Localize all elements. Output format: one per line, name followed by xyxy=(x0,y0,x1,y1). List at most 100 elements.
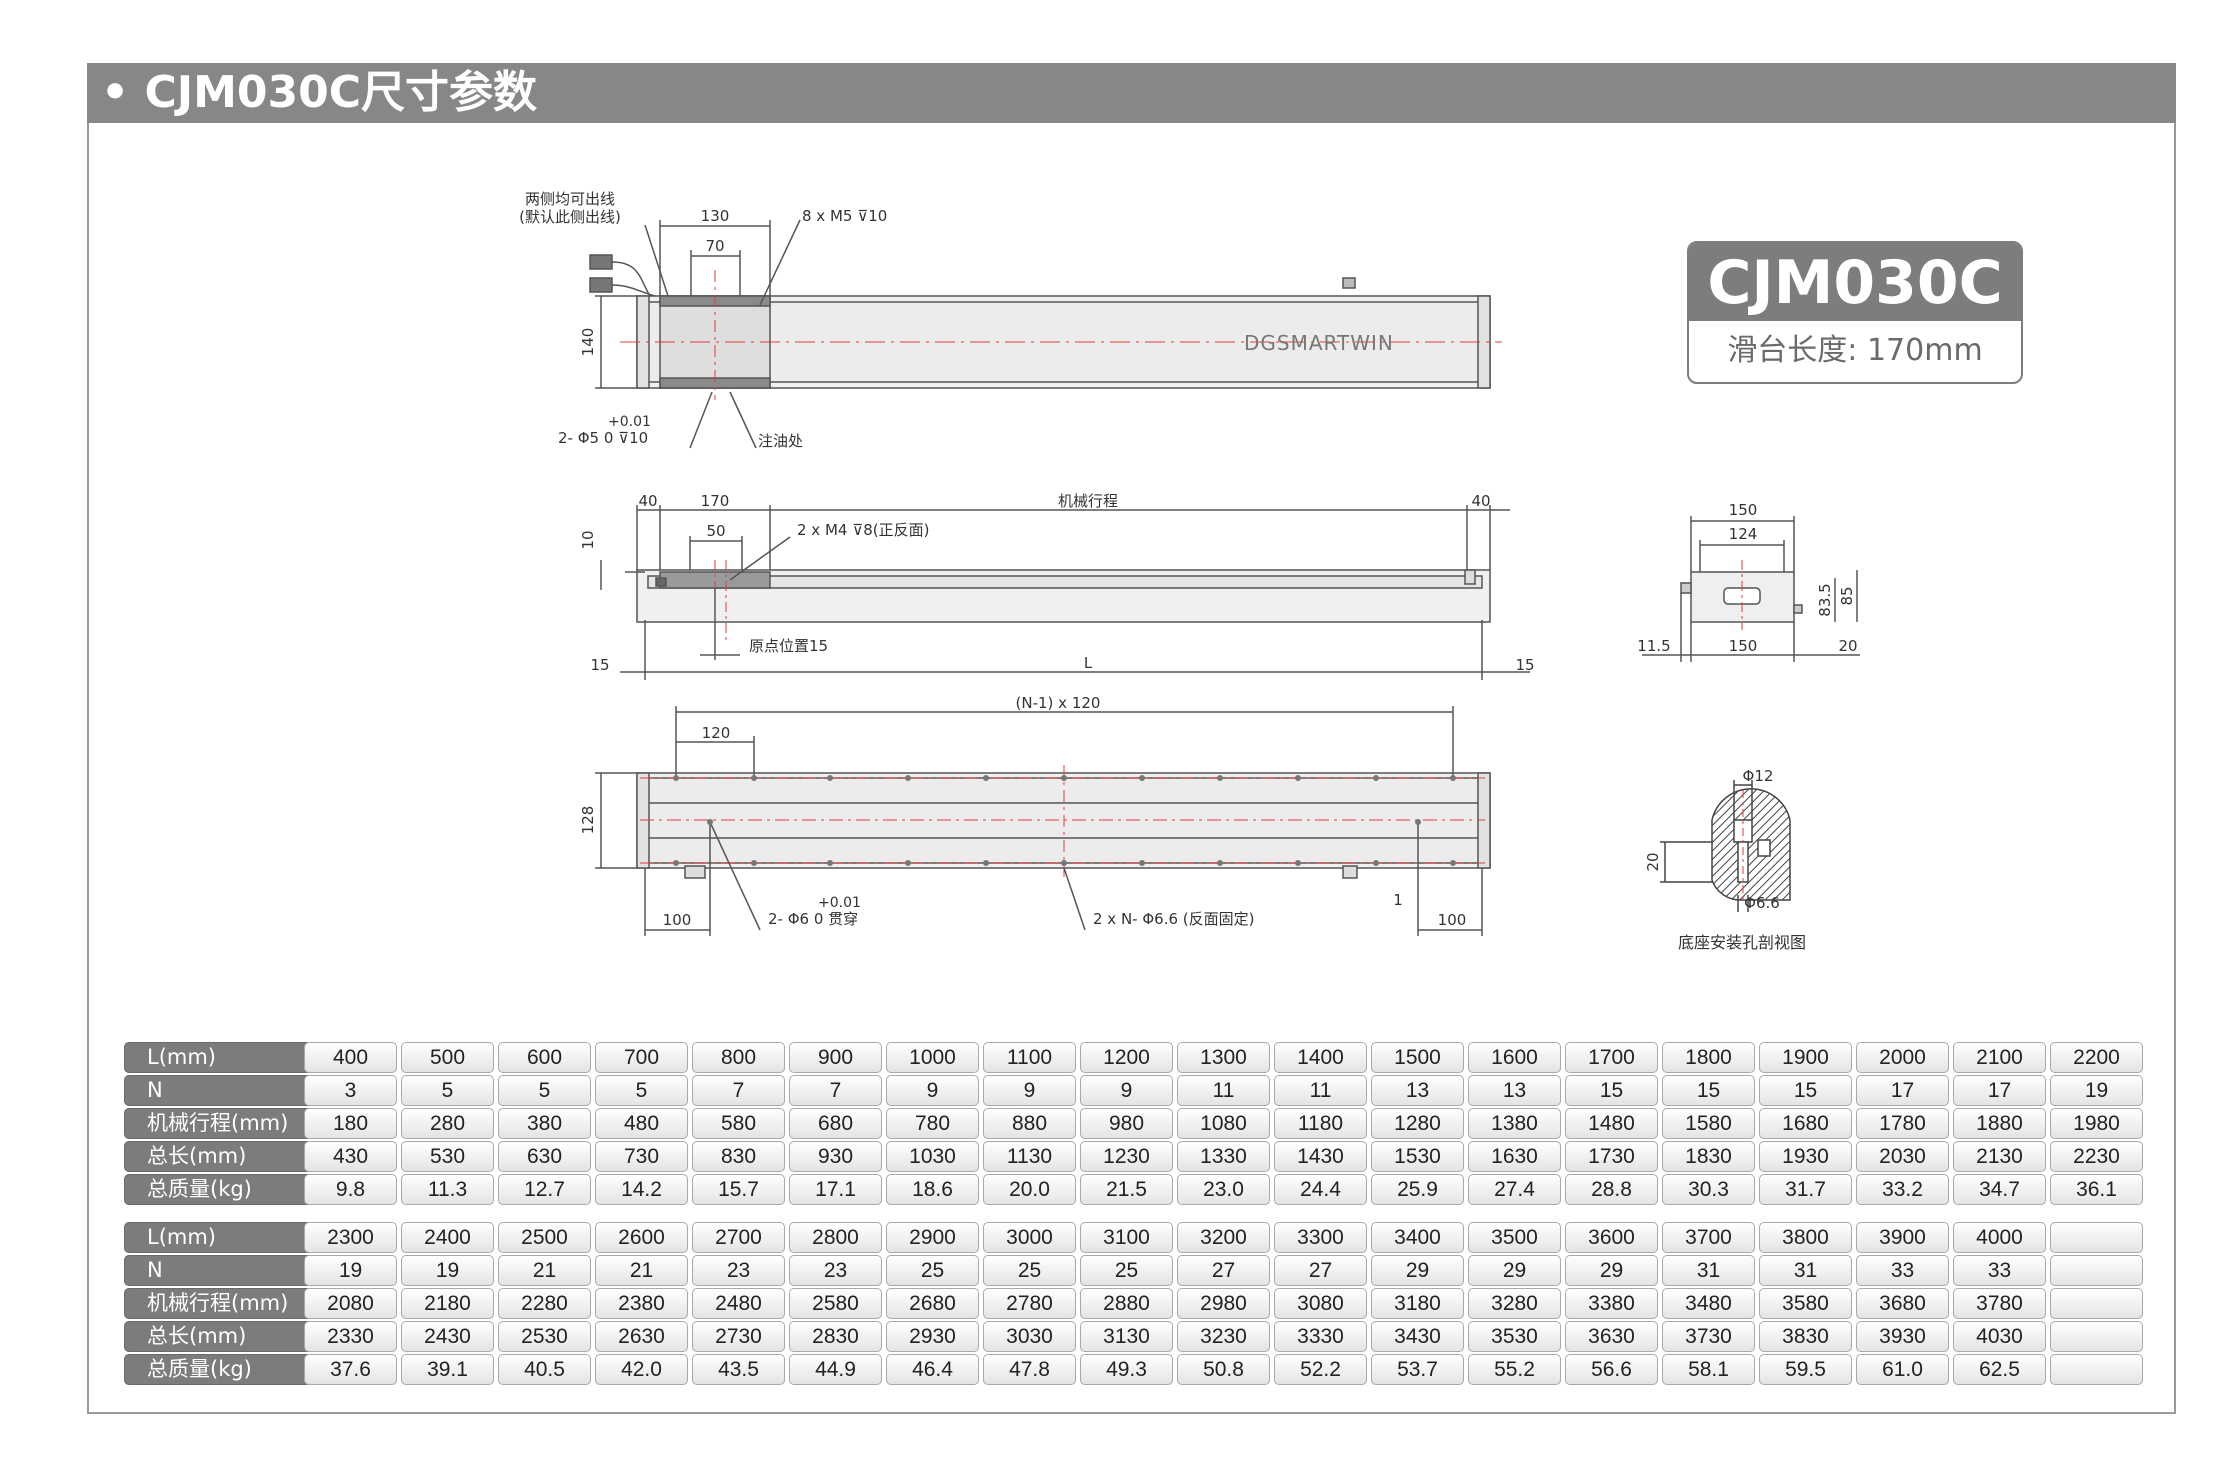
end-view xyxy=(1642,516,1860,662)
table-cell: 2600 xyxy=(595,1222,688,1253)
top-view xyxy=(589,219,1502,449)
table-cell: 3 xyxy=(304,1075,397,1106)
row-header: 总长(mm) xyxy=(124,1321,325,1352)
table-cell: 29 xyxy=(1468,1255,1561,1286)
stroke-label: 机械行程 xyxy=(1058,492,1118,510)
dim-15-right: 15 xyxy=(1515,656,1534,674)
table-cell: 21 xyxy=(595,1255,688,1286)
table-cell: 1700 xyxy=(1565,1042,1658,1073)
table-cell: 17 xyxy=(1953,1075,2046,1106)
model-name: CJM030C xyxy=(1689,243,2021,321)
table-cell: 5 xyxy=(595,1075,688,1106)
dim-50: 50 xyxy=(706,522,725,540)
table-cell: 3830 xyxy=(1759,1321,1852,1352)
table-cell: 44.9 xyxy=(789,1354,882,1385)
table-cell: 830 xyxy=(692,1141,785,1172)
table-cell: 62.5 xyxy=(1953,1354,2046,1385)
table-cell: 9.8 xyxy=(304,1174,397,1205)
table-cell xyxy=(2050,1255,2143,1286)
table-cell: 3200 xyxy=(1177,1222,1270,1253)
table-cell: 27.4 xyxy=(1468,1174,1561,1205)
table-cell: 1600 xyxy=(1468,1042,1561,1073)
table-cell: 3580 xyxy=(1759,1288,1852,1319)
table-cell: 25 xyxy=(1080,1255,1173,1286)
table-cell: 500 xyxy=(401,1042,494,1073)
table-cell: 1130 xyxy=(983,1141,1076,1172)
table-cell: 2180 xyxy=(401,1288,494,1319)
table-cell: 800 xyxy=(692,1042,785,1073)
table-cell: 25 xyxy=(886,1255,979,1286)
table-cell: 1400 xyxy=(1274,1042,1367,1073)
table-cell: 1430 xyxy=(1274,1141,1367,1172)
table-cell: 37.6 xyxy=(304,1354,397,1385)
bottom-holes xyxy=(673,775,1456,866)
table-cell: 15.7 xyxy=(692,1174,785,1205)
table-cell: 930 xyxy=(789,1141,882,1172)
table-cell: 580 xyxy=(692,1108,785,1139)
table-cell: 3080 xyxy=(1274,1288,1367,1319)
table-cell: 2530 xyxy=(498,1321,591,1352)
table-cell: 43.5 xyxy=(692,1354,785,1385)
table-cell: 27 xyxy=(1274,1255,1367,1286)
table-cell: 3280 xyxy=(1468,1288,1561,1319)
table-cell: 2100 xyxy=(1953,1042,2046,1073)
end-dim-83-5: 83.5 xyxy=(1816,583,1834,616)
table-cell: 880 xyxy=(983,1108,1076,1139)
dim-130: 130 xyxy=(701,207,730,225)
table-cell: 11 xyxy=(1177,1075,1270,1106)
table-cell: 1830 xyxy=(1662,1141,1755,1172)
dim-40-right: 40 xyxy=(1471,492,1490,510)
table-cell: 39.1 xyxy=(401,1354,494,1385)
table-cell: 11 xyxy=(1274,1075,1367,1106)
table-cell: 2080 xyxy=(304,1288,397,1319)
table-cell: 3800 xyxy=(1759,1222,1852,1253)
table-cell: 1480 xyxy=(1565,1108,1658,1139)
table-cell: 34.7 xyxy=(1953,1174,2046,1205)
table-cell xyxy=(2050,1288,2143,1319)
table-cell: 2700 xyxy=(692,1222,785,1253)
table-cell: 24.4 xyxy=(1274,1174,1367,1205)
table-cell: 2030 xyxy=(1856,1141,1949,1172)
table-cell: 2500 xyxy=(498,1222,591,1253)
table-cell: 11.3 xyxy=(401,1174,494,1205)
model-badge: CJM030C 滑台长度: 170mm xyxy=(1687,241,2023,384)
table-cell: 7 xyxy=(789,1075,882,1106)
connector-icon xyxy=(589,254,613,270)
table-cell: 1530 xyxy=(1371,1141,1464,1172)
table-cell: 19 xyxy=(2050,1075,2143,1106)
table-cell: 31.7 xyxy=(1759,1174,1852,1205)
dim-100-right: 100 xyxy=(1438,911,1467,929)
table-cell: 2430 xyxy=(401,1321,494,1352)
dim-15-left: 15 xyxy=(590,656,609,674)
table-cell: 780 xyxy=(886,1108,979,1139)
pin-holes-note: 2- Φ5 0 ⊽10 xyxy=(558,429,648,447)
dim-140: 140 xyxy=(579,328,597,357)
table-cell: 15 xyxy=(1759,1075,1852,1106)
table-cell: 1500 xyxy=(1371,1042,1464,1073)
row-header: 机械行程(mm) xyxy=(124,1288,325,1319)
slide-length: 滑台长度: 170mm xyxy=(1727,333,1983,368)
table-cell: 1630 xyxy=(1468,1141,1561,1172)
table-cell: 4000 xyxy=(1953,1222,2046,1253)
table-cell: 2900 xyxy=(886,1222,979,1253)
table-cell: 9 xyxy=(983,1075,1076,1106)
dim-128: 128 xyxy=(579,806,597,835)
table-cell: 33.2 xyxy=(1856,1174,1949,1205)
table-cell: 23 xyxy=(789,1255,882,1286)
mount-holes-note: 2 x N- Φ6.6 (反面固定) xyxy=(1093,910,1255,928)
table-cell: 2680 xyxy=(886,1288,979,1319)
table-cell: 1900 xyxy=(1759,1042,1852,1073)
table-cell: 2130 xyxy=(1953,1141,2046,1172)
table-cell: 1730 xyxy=(1565,1141,1658,1172)
table-cell: 2930 xyxy=(886,1321,979,1352)
table-cell: 2280 xyxy=(498,1288,591,1319)
dim-1: 1 xyxy=(1393,891,1403,909)
table-cell: 9 xyxy=(886,1075,979,1106)
table-cell: 1980 xyxy=(2050,1108,2143,1139)
table-cell: 15 xyxy=(1565,1075,1658,1106)
table-cell: 3930 xyxy=(1856,1321,1949,1352)
